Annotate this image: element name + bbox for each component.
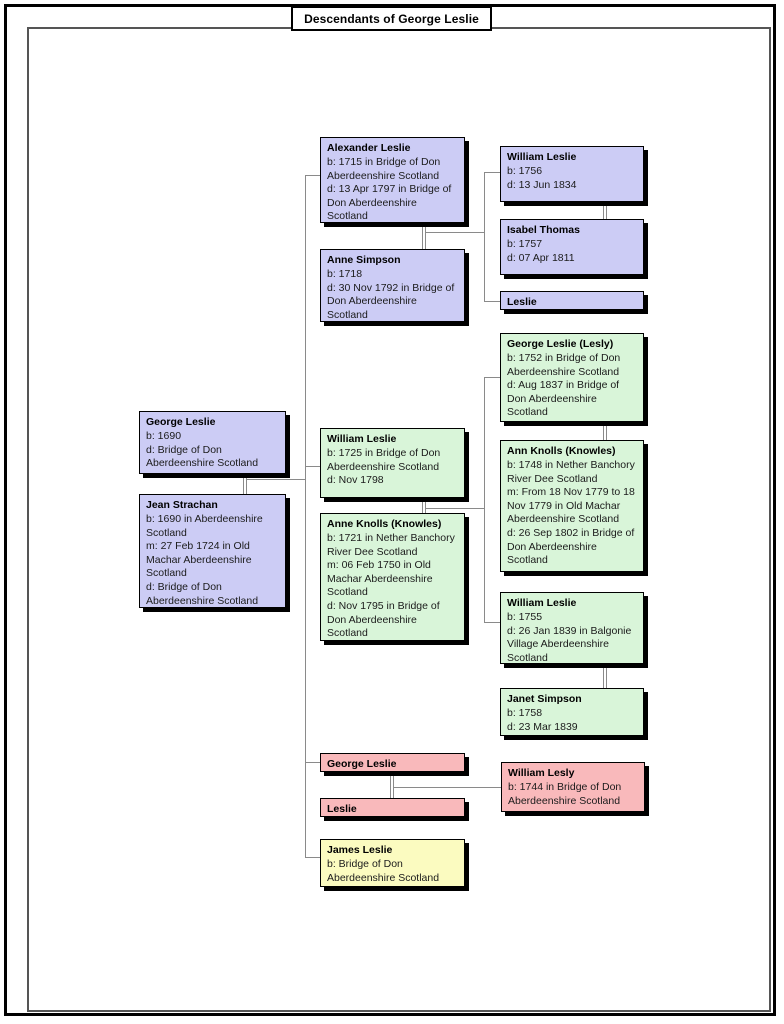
- person-fact: d: 07 Apr 1811: [507, 251, 575, 264]
- person-box-george-leslie-pink[interactable]: George Leslie: [320, 753, 465, 772]
- connector-william1756-couple-right: [606, 203, 607, 225]
- person-fact: d: 26 Jan 1839 in Balgonie Village Aberd…: [507, 624, 632, 664]
- connector-root-child-george: [305, 762, 323, 763]
- person-box-isabel-thomas[interactable]: Isabel Thomas b: 1757 d: 07 Apr 1811: [500, 219, 644, 275]
- person-fact: d: 23 Mar 1839: [507, 720, 578, 733]
- person-name: William Lesly: [508, 767, 575, 779]
- connector-root-trunk: [305, 175, 306, 857]
- connector-alexander-couple-right: [425, 222, 426, 252]
- person-fact: b: 1690: [146, 430, 182, 442]
- person-fact: b: 1752 in Bridge of Don Aberdeenshire S…: [507, 352, 621, 378]
- connector-georgepink-couple-left: [390, 775, 391, 799]
- person-box-anne-knolls[interactable]: Anne Knolls (Knowles) b: 1721 in Nether …: [320, 513, 465, 641]
- person-box-william-leslie-1755[interactable]: William Leslie b: 1755 d: 26 Jan 1839 in…: [500, 592, 644, 664]
- person-name: George Leslie: [146, 416, 216, 428]
- person-box-leslie-purple[interactable]: Leslie: [500, 291, 644, 310]
- person-name: William Leslie: [507, 597, 577, 609]
- connector-root-child-james: [305, 857, 323, 858]
- connector-william1725-couple-out: [425, 508, 484, 509]
- person-fact: d: Aug 1837 in Bridge of Don Aberdeenshi…: [507, 379, 620, 419]
- person-box-anne-simpson[interactable]: Anne Simpson b: 1718 d: 30 Nov 1792 in B…: [320, 249, 465, 322]
- person-box-james-leslie[interactable]: James Leslie b: Bridge of Don Aberdeensh…: [320, 839, 465, 887]
- person-fact: d: 30 Nov 1792 in Bridge of Don Aberdeen…: [327, 281, 455, 321]
- connector-root-child-alexander: [305, 175, 323, 176]
- person-name: George Leslie (Lesly): [507, 338, 614, 350]
- person-fact: m: 06 Feb 1750 in Old Machar Aberdeenshi…: [327, 559, 433, 599]
- person-name: Janet Simpson: [507, 693, 582, 705]
- connector-alexander-couple-out: [425, 232, 484, 233]
- connector-root-couple-out: [246, 479, 306, 480]
- person-name: Ann Knolls (Knowles): [507, 445, 616, 457]
- person-fact: b: 1756: [507, 165, 543, 177]
- connector-william1725-couple-left: [422, 497, 423, 521]
- person-fact: b: 1758: [507, 707, 543, 719]
- connector-root-couple-left: [243, 465, 244, 495]
- person-fact: b: 1755: [507, 611, 543, 623]
- connector-alexander-couple-left: [422, 222, 423, 252]
- person-fact: b: 1748 in Nether Banchory River Dee Sco…: [507, 459, 635, 485]
- connector-w1725-child-george: [484, 377, 500, 378]
- connector-william1755-couple-right: [606, 665, 607, 689]
- connector-w1725-child-william1755: [484, 622, 500, 623]
- person-name: Jean Strachan: [146, 499, 218, 511]
- connector-william1725-trunk: [484, 377, 485, 622]
- person-fact: m: From 18 Nov 1779 to 18 Nov 1779 in Ol…: [507, 486, 635, 526]
- person-name: Anne Simpson: [327, 254, 401, 266]
- connector-georgelesly-couple-right: [606, 423, 607, 445]
- person-fact: b: 1721 in Nether Banchory River Dee Sco…: [327, 532, 455, 558]
- person-name: Leslie: [507, 296, 537, 308]
- person-name: William Leslie: [507, 151, 577, 163]
- person-box-alexander-leslie[interactable]: Alexander Leslie b: 1715 in Bridge of Do…: [320, 137, 465, 223]
- person-name: Alexander Leslie: [327, 142, 411, 154]
- person-fact: d: Nov 1795 in Bridge of Don Aberdeenshi…: [327, 599, 440, 640]
- person-fact: d: Nov 1798: [327, 474, 384, 487]
- person-fact: d: 26 Sep 1802 in Bridge of Don Aberdeen…: [507, 526, 635, 567]
- connector-georgepink-child-william-lesly: [393, 787, 501, 788]
- connector-william1755-couple-left: [603, 665, 604, 689]
- connector-alexander-trunk: [484, 172, 485, 301]
- person-fact: d: Bridge of Don Aberdeenshire Scotland: [146, 443, 259, 470]
- person-fact: b: 1744 in Bridge of Don Aberdeenshire S…: [508, 781, 622, 807]
- connector-alexander-child-william: [484, 172, 500, 173]
- connector-root-child-william: [305, 466, 323, 467]
- person-fact: b: 1757: [507, 238, 543, 250]
- person-name: William Leslie: [327, 433, 397, 445]
- person-fact: d: 13 Apr 1797 in Bridge of Don Aberdeen…: [327, 183, 452, 223]
- person-box-william-lesly[interactable]: William Lesly b: 1744 in Bridge of Don A…: [501, 762, 645, 812]
- person-fact: b: Bridge of Don Aberdeenshire Scotland: [327, 858, 440, 884]
- person-name: Anne Knolls (Knowles): [327, 518, 442, 530]
- person-box-william-leslie-1725[interactable]: William Leslie b: 1725 in Bridge of Don …: [320, 428, 465, 498]
- person-fact: d: Bridge of Don Aberdeenshire Scotland: [146, 580, 259, 607]
- connector-georgelesly-couple-left: [603, 423, 604, 445]
- person-name: Leslie: [327, 803, 357, 815]
- person-box-william-leslie-1756[interactable]: William Leslie b: 1756 d: 13 Jun 1834: [500, 146, 644, 202]
- connector-alexander-child-leslie: [484, 301, 500, 302]
- person-box-ann-knolls[interactable]: Ann Knolls (Knowles) b: 1748 in Nether B…: [500, 440, 644, 572]
- person-box-george-leslie-lesly[interactable]: George Leslie (Lesly) b: 1752 in Bridge …: [500, 333, 644, 422]
- person-name: Isabel Thomas: [507, 224, 580, 236]
- person-fact: b: 1690 in Aberdeenshire Scotland: [146, 513, 263, 539]
- person-fact: m: 27 Feb 1724 in Old Machar Aberdeenshi…: [146, 540, 252, 580]
- connector-root-couple-right: [246, 465, 247, 495]
- person-fact: b: 1715 in Bridge of Don Aberdeenshire S…: [327, 156, 441, 182]
- person-name: James Leslie: [327, 844, 393, 856]
- connector-william1756-couple-left: [603, 203, 604, 225]
- person-box-janet-simpson[interactable]: Janet Simpson b: 1758 d: 23 Mar 1839: [500, 688, 644, 736]
- person-box-jean-strachan[interactable]: Jean Strachan b: 1690 in Aberdeenshire S…: [139, 494, 286, 608]
- page-title: Descendants of George Leslie: [304, 11, 479, 26]
- person-name: George Leslie: [327, 758, 397, 770]
- person-fact: b: 1725 in Bridge of Don Aberdeenshire S…: [327, 447, 441, 473]
- person-fact: d: 13 Jun 1834: [507, 178, 577, 191]
- person-fact: b: 1718: [327, 268, 363, 280]
- connector-william1725-couple-right: [425, 497, 426, 521]
- chart-title-box: Descendants of George Leslie: [291, 6, 492, 31]
- person-box-george-leslie-root[interactable]: George Leslie b: 1690 d: Bridge of Don A…: [139, 411, 286, 474]
- person-box-leslie-pink[interactable]: Leslie: [320, 798, 465, 817]
